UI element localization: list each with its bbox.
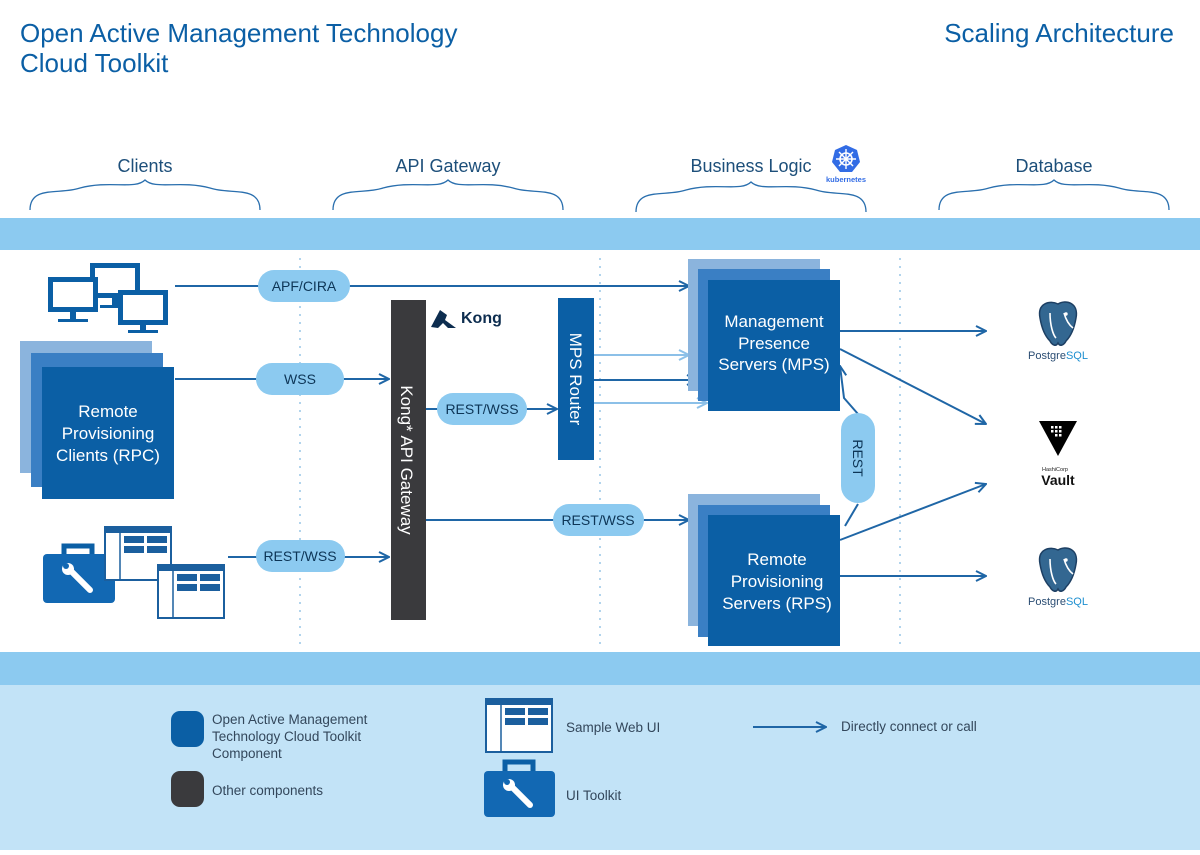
rps-label-line-1: Remote xyxy=(747,550,807,569)
legend-swatch-component xyxy=(171,711,204,747)
pill-apf-cira-label: APF/CIRA xyxy=(272,278,337,294)
legend-component-line-2: Technology Cloud Toolkit xyxy=(212,729,361,744)
desktop-monitors-icon xyxy=(48,263,168,333)
pill-wss-label: WSS xyxy=(284,371,316,387)
vault-brand-label: HashiCorp xyxy=(1042,467,1068,473)
router-label: MPS Router xyxy=(566,333,585,426)
rpc-label-line-1: Remote xyxy=(78,402,138,421)
legend-uitoolkit-label: UI Toolkit xyxy=(566,788,622,803)
postgresql-prefix-1: Postgre xyxy=(1028,350,1066,362)
pill-rest-label: REST xyxy=(850,439,866,477)
column-label-clients: Clients xyxy=(117,156,172,176)
rps-component[interactable]: Remote Provisioning Servers (RPS) xyxy=(688,494,840,646)
pill-rest-wss-webui: REST/WSS xyxy=(256,540,345,572)
kubernetes-icon: kubernetes xyxy=(826,145,866,184)
postgresql-suffix-2: SQL xyxy=(1066,596,1088,608)
title-line-2: Cloud Toolkit xyxy=(20,48,169,78)
vault-icon xyxy=(1039,421,1077,456)
pill-rest-wss-rps: REST/WSS xyxy=(553,504,644,536)
legend-web-ui-icon xyxy=(485,698,553,753)
bottom-band xyxy=(0,652,1200,685)
column-braces xyxy=(29,179,1170,213)
legend-toolbox-icon xyxy=(484,759,555,817)
pill-rest-wss-router: REST/WSS xyxy=(437,393,527,425)
mps-component[interactable]: Management Presence Servers (MPS) xyxy=(688,259,840,411)
web-ui-window-icon xyxy=(104,526,225,619)
pill-wss: WSS xyxy=(256,363,344,395)
mps-label-line-2: Presence xyxy=(738,334,810,353)
postgresql-suffix-1: SQL xyxy=(1066,350,1088,362)
legend-webui-label: Sample Web UI xyxy=(566,720,660,735)
pill-apf-cira: APF/CIRA xyxy=(258,270,350,302)
vault-label: Vault xyxy=(1041,472,1075,488)
column-label-api-gateway: API Gateway xyxy=(395,156,500,176)
rpc-component[interactable]: Remote Provisioning Clients (RPC) xyxy=(20,341,174,499)
legend-panel xyxy=(0,685,1200,850)
rpc-label-line-2: Provisioning xyxy=(62,424,155,443)
pill-rest-wss-router-label: REST/WSS xyxy=(445,401,518,417)
legend-other-label: Other components xyxy=(212,783,323,798)
mps-label-line-3: Servers (MPS) xyxy=(718,355,829,374)
legend: Open Active Management Technology Cloud … xyxy=(171,698,977,817)
kong-logo-text: Kong xyxy=(461,310,502,327)
kong-logo: Kong xyxy=(431,310,502,328)
rps-label-line-2: Provisioning xyxy=(731,572,824,591)
postgresql-label-2: PostgreSQL xyxy=(1028,596,1088,608)
page-subtitle: Scaling Architecture xyxy=(944,18,1174,48)
postgresql-icon xyxy=(1038,547,1078,592)
pill-rest-wss-rps-label: REST/WSS xyxy=(561,512,634,528)
column-label-business-logic: Business Logic xyxy=(690,156,811,176)
legend-swatch-other xyxy=(171,771,204,807)
mps-label-line-1: Management xyxy=(724,312,824,331)
ui-toolkit-icon xyxy=(43,543,115,603)
legend-component-line-1: Open Active Management xyxy=(212,712,368,727)
title-line-1: Open Active Management Technology xyxy=(20,18,457,48)
postgresql-prefix-2: Postgre xyxy=(1028,596,1066,608)
postgresql-label-1: PostgreSQL xyxy=(1028,350,1088,362)
legend-component-line-3: Component xyxy=(212,746,282,761)
mps-router[interactable]: MPS Router xyxy=(558,298,594,460)
pill-rest: REST xyxy=(841,413,875,503)
rps-label-line-3: Servers (RPS) xyxy=(722,594,832,613)
kubernetes-label: kubernetes xyxy=(826,175,866,184)
top-band xyxy=(0,218,1200,250)
gateway-label: Kong* API Gateway xyxy=(397,385,416,535)
rpc-label-line-3: Clients (RPC) xyxy=(56,446,160,465)
kong-api-gateway[interactable]: Kong* API Gateway xyxy=(391,300,426,620)
pill-rest-wss-webui-label: REST/WSS xyxy=(263,548,336,564)
legend-direct-label: Directly connect or call xyxy=(841,719,977,734)
postgresql-icon xyxy=(1038,301,1078,346)
column-label-database: Database xyxy=(1015,156,1092,176)
